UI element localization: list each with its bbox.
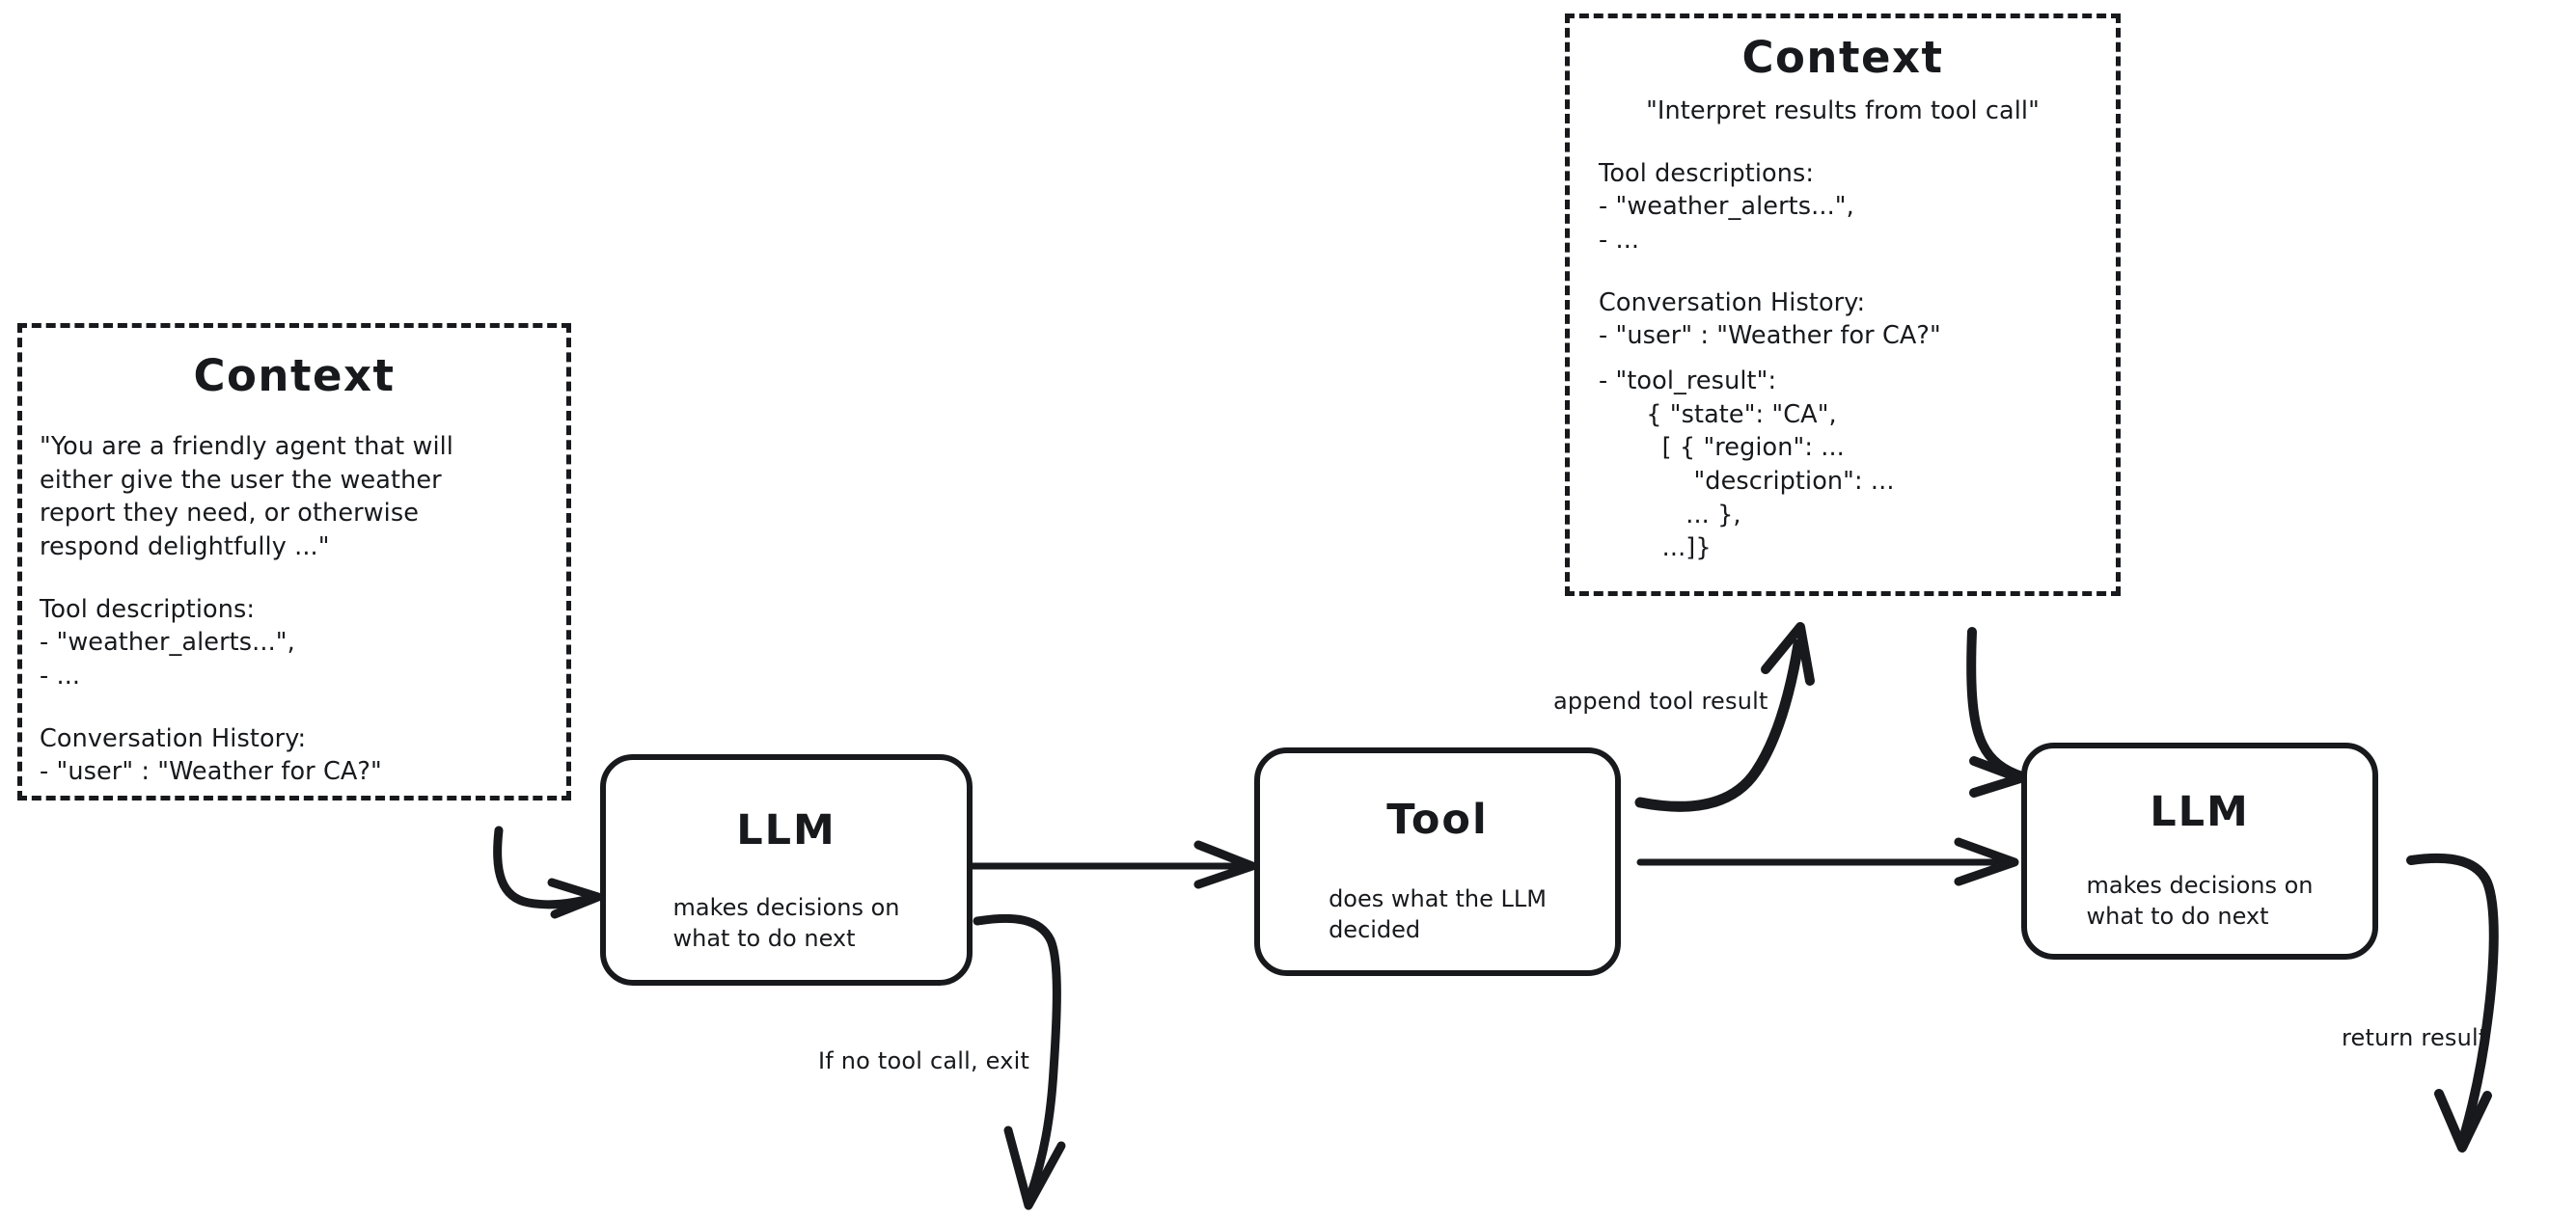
node-llm-second-subtitle: makes decisions on what to do next [2086,872,2314,931]
context-right-tool-descriptions: Tool descriptions: - "weather_alerts..."… [1599,158,1854,256]
node-llm-first-subtitle: makes decisions on what to do next [672,894,900,953]
edge-label-return-result: return result [2342,1024,2488,1051]
context-left-conversation-history: Conversation History: - "user" : "Weathe… [40,723,382,787]
context-left-system-prompt: "You are a friendly agent that will eith… [40,432,453,562]
edge-label-if-no-tool-call-exit: If no tool call, exit [818,1047,1030,1074]
arrow-context-right-to-llm2 [1966,627,2027,798]
arrow-llm-to-tool [967,840,1257,889]
node-llm-second-title: LLM [2150,788,2250,836]
context-box-left: Context "You are a friendly agent that w… [17,323,571,800]
edge-label-append-tool-result: append tool result [1553,688,1768,715]
node-llm-second[interactable]: LLM makes decisions on what to do next [2021,743,2378,960]
context-right-tool-result: - "tool_result": { "state": "CA", [ { "r… [1599,366,1895,563]
node-tool-subtitle: does what the LLM decided [1329,885,1547,944]
node-tool-title: Tool [1386,796,1489,844]
context-left-tool-descriptions: Tool descriptions: - "weather_alerts..."… [40,594,295,692]
context-right-title: Context [1741,32,1944,83]
context-right-conversation-history: Conversation History: - "user" : "Weathe… [1599,287,1941,351]
context-left-title: Context [193,350,396,401]
arrow-context-left-to-llm [493,826,603,919]
node-tool[interactable]: Tool does what the LLM decided [1254,747,1621,976]
arrow-llm2-return-result [2406,853,2499,1153]
node-llm-first-title: LLM [736,806,836,855]
arrow-tool-to-llm2 [1636,837,2019,886]
context-box-right: Context "Interpret results from tool cal… [1565,14,2121,596]
node-llm-first[interactable]: LLM makes decisions on what to do next [600,754,973,986]
arrow-tool-append-result [1634,622,1815,812]
context-right-system-prompt: "Interpret results from tool call" [1646,96,2040,125]
